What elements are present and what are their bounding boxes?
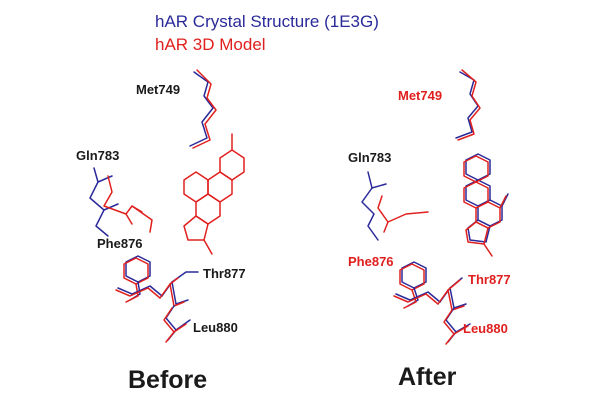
- before-panel: Met749 Gln783 Phe876 Thr877 Leu880 Befor…: [76, 69, 246, 394]
- before-panel-title: Before: [128, 366, 207, 394]
- after-panel: Met749 Gln783 Phe876 Thr877 Leu880 After: [348, 69, 511, 391]
- after-label-phe876: Phe876: [348, 254, 394, 269]
- after-panel-title: After: [398, 363, 457, 391]
- after-ligand: [463, 153, 509, 257]
- after-label-met749: Met749: [398, 88, 442, 103]
- before-met749-residue: [189, 69, 217, 149]
- after-leu880-residue: [443, 307, 471, 345]
- before-leu880-residue: [163, 305, 191, 343]
- before-label-leu880: Leu880: [193, 320, 238, 335]
- before-phe876-residue: [115, 255, 163, 303]
- before-label-thr877: Thr877: [203, 266, 246, 281]
- legend-crystal-structure: hAR Crystal Structure (1E3G): [155, 12, 379, 31]
- after-met749-residue: [455, 69, 481, 141]
- before-thr877-residue: [159, 271, 199, 307]
- after-gln783-residue: [361, 171, 429, 241]
- after-phe876-residue: [393, 261, 441, 309]
- after-label-leu880: Leu880: [463, 321, 508, 336]
- before-gln783-residue: [89, 167, 153, 237]
- before-label-met749: Met749: [136, 82, 180, 97]
- after-label-gln783: Gln783: [348, 150, 391, 165]
- before-label-phe876: Phe876: [97, 236, 143, 251]
- before-ligand: [183, 133, 245, 255]
- before-label-gln783: Gln783: [76, 148, 119, 163]
- legend-3d-model: hAR 3D Model: [155, 35, 266, 54]
- after-thr877-residue: [437, 277, 467, 311]
- after-label-thr877: Thr877: [468, 272, 511, 287]
